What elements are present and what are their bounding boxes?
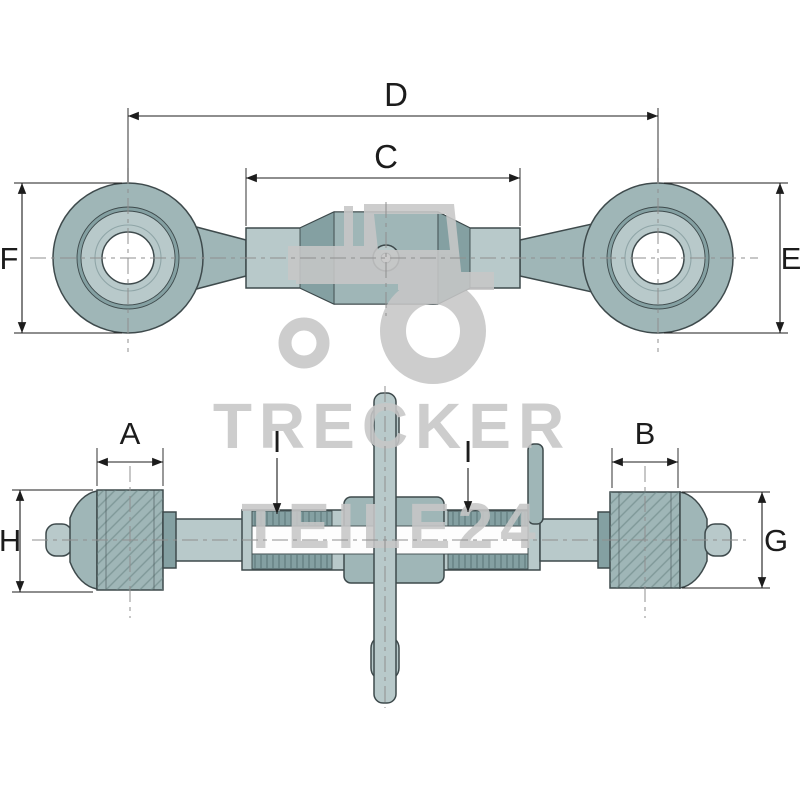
dimensions: D C F E A B H G	[0, 76, 800, 593]
dim-label-A: A	[120, 416, 141, 451]
dim-label-C: C	[374, 138, 398, 175]
watermark-line2: TEILE24	[241, 490, 543, 562]
dim-label-F: F	[0, 241, 18, 276]
dim-label-B: B	[635, 416, 656, 451]
centerlines	[30, 168, 758, 708]
dim-label-H: H	[0, 523, 21, 558]
dim-label-G: G	[764, 523, 788, 558]
tractor-icon	[278, 204, 494, 384]
watermark: TRECKER TEILE24	[213, 204, 571, 562]
dim-label-E: E	[781, 241, 800, 276]
thread-section-left	[251, 510, 333, 570]
handle-bar-secondary	[527, 443, 544, 525]
dim-label-I-left: I	[273, 424, 282, 459]
dim-label-I-right: I	[464, 434, 473, 469]
thread-section-right	[447, 510, 529, 570]
watermark-line1: TRECKER	[213, 390, 571, 462]
dim-label-D: D	[384, 76, 408, 113]
